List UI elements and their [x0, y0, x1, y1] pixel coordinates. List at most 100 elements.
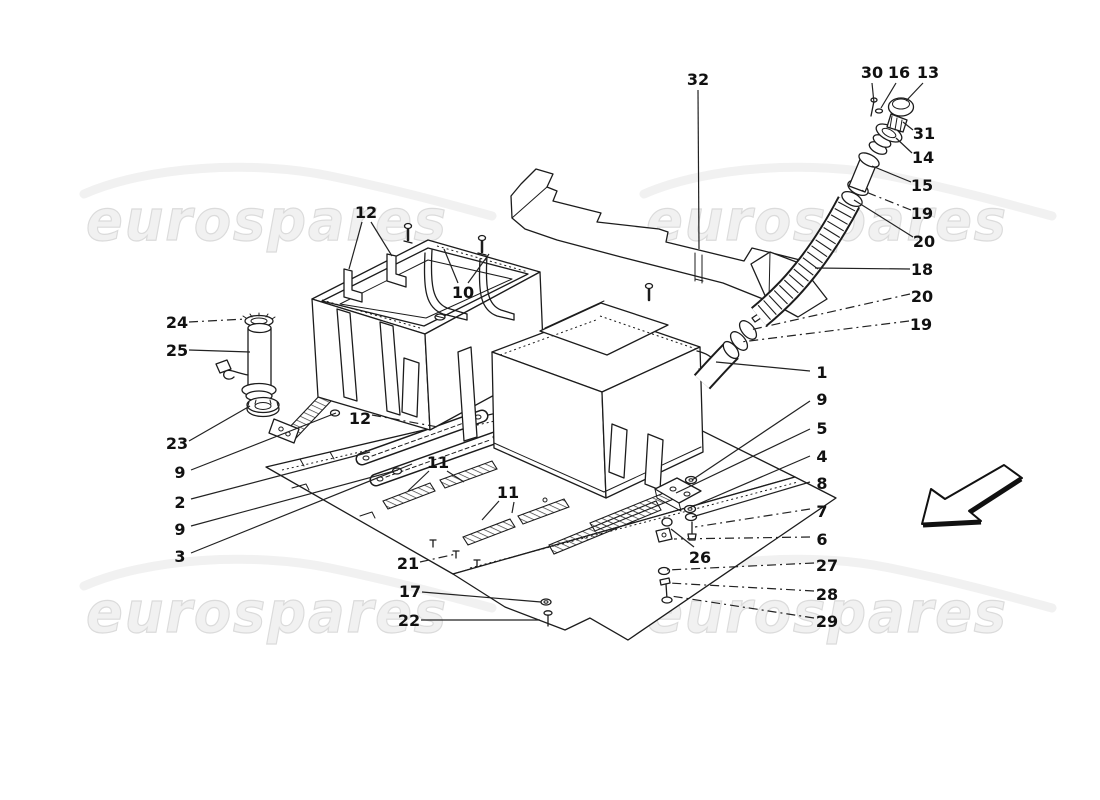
washer: [683, 504, 697, 514]
floor-rail-pad: [382, 482, 436, 510]
leader-line: [902, 121, 914, 131]
part-number-3: 3: [174, 547, 185, 566]
part-number-7: 7: [816, 502, 827, 521]
sill-and-rails: [268, 373, 692, 555]
right-fuel-tank: [491, 282, 725, 499]
washer: [874, 108, 884, 114]
hose-rib: [823, 227, 841, 238]
wire-connector: [215, 359, 232, 374]
sill-end-plate: [268, 418, 300, 444]
part-number-4: 4: [816, 447, 827, 466]
watermark-bottom-left: eurospares: [84, 559, 492, 647]
fixing-plate: [654, 477, 702, 504]
part-number-12: 12: [349, 409, 371, 428]
hose-rib: [806, 251, 823, 264]
long-strap-left: [355, 409, 489, 466]
part-number-30: 30: [861, 63, 883, 82]
tank-bracket: [386, 253, 407, 288]
pump-wire: [223, 369, 249, 380]
tank-strap: [336, 308, 358, 402]
part-number-9: 9: [816, 390, 827, 409]
fuel-pump-assembly: [215, 312, 280, 418]
leader-line: [749, 293, 911, 331]
hose-clamp: [729, 331, 749, 351]
hose-rib: [768, 295, 783, 310]
part-number-26: 26: [689, 548, 711, 567]
part-number-20: 20: [913, 232, 935, 251]
cap-base: [886, 113, 908, 133]
tank-strap: [608, 423, 628, 479]
floor-rail-pad: [439, 460, 498, 489]
leader-line: [697, 89, 700, 250]
leader-line: [446, 470, 465, 483]
hose-rib: [819, 233, 836, 245]
leader-line: [814, 267, 911, 270]
tank-connection-pipe: [693, 313, 762, 390]
screw: [543, 610, 553, 627]
direction-arrow-icon: [921, 464, 1023, 528]
grommet: [246, 396, 280, 418]
watermark-layer: eurospares eurospares eurospares eurospa…: [84, 167, 1052, 647]
part-number-6: 6: [816, 530, 827, 549]
part-number-11: 11: [497, 483, 519, 502]
leader-line: [880, 82, 897, 109]
part-number-1: 1: [816, 363, 827, 382]
leader-line: [421, 591, 542, 603]
part-number-12: 12: [355, 203, 377, 222]
part-number-16: 16: [888, 63, 910, 82]
hose-rib: [811, 245, 828, 258]
hose-rib: [778, 284, 794, 299]
filler-hose: [750, 196, 861, 327]
hose-clamp: [738, 320, 758, 340]
hose-rib: [815, 239, 832, 251]
part-number-22: 22: [398, 611, 420, 630]
nut: [659, 577, 671, 586]
hose-rib: [827, 220, 845, 232]
leader-line: [673, 536, 811, 540]
leader-line: [668, 582, 815, 592]
part-number-31: 31: [913, 124, 935, 143]
leader-line: [190, 412, 337, 471]
leader-line: [715, 361, 811, 372]
part-number-9: 9: [174, 520, 185, 539]
hose-corrugation: [757, 201, 856, 321]
leader-line: [407, 470, 430, 492]
panel-edge-screws: [429, 539, 553, 627]
part-number-13: 13: [917, 63, 939, 82]
watermark-text: eurospares: [646, 580, 1008, 646]
leader-line: [371, 414, 439, 428]
leader-line: [871, 165, 912, 183]
part-number-23: 23: [166, 434, 188, 453]
part-number-32: 32: [687, 70, 709, 89]
tank-stud: [403, 222, 413, 244]
part-number-8: 8: [816, 474, 827, 493]
hose-rib: [788, 274, 804, 288]
tank-strap: [379, 321, 401, 416]
watermark-top-left: eurospares: [84, 167, 492, 255]
leader-line: [688, 455, 811, 509]
filler-cap-assembly: [841, 97, 915, 208]
pump-body: [241, 322, 277, 402]
hose-rib: [763, 300, 777, 315]
part-number-5: 5: [816, 419, 827, 438]
tank-stud: [477, 234, 487, 256]
hose-rib: [783, 279, 799, 294]
leader-line: [694, 508, 811, 528]
hose-rib: [773, 290, 788, 305]
watermark-text: eurospares: [86, 580, 448, 646]
leader-line: [895, 137, 913, 154]
hose-rib: [757, 304, 771, 321]
heat-shield-panel: [510, 168, 813, 304]
hose-rib: [802, 257, 819, 270]
leader-line: [670, 528, 695, 548]
hose-rib: [793, 268, 809, 282]
leader-line: [691, 400, 811, 481]
hose-rib: [830, 214, 848, 225]
washer: [684, 512, 698, 522]
part-number-27: 27: [816, 556, 838, 575]
part-number-11: 11: [427, 453, 449, 472]
part-number-20: 20: [911, 287, 933, 306]
clip: [661, 517, 673, 527]
leader-line: [675, 428, 811, 494]
